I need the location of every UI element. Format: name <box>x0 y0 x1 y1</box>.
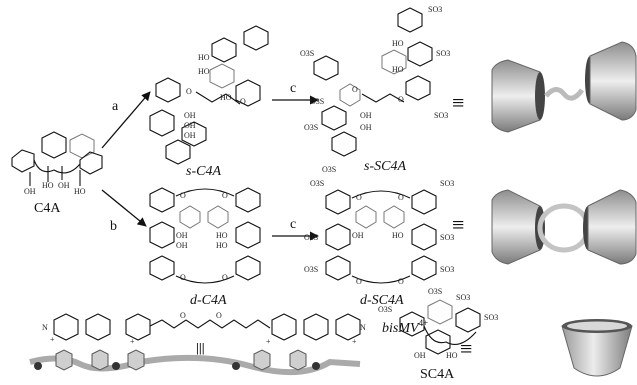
d-sc4a-so3-1: O3S <box>310 179 324 188</box>
bismv-n-right: N <box>360 323 366 332</box>
d-sc4a-so3-5: O3S <box>304 265 318 274</box>
cartoon-s-sc4a <box>491 41 637 133</box>
s-sc4a-ether-2: O <box>398 95 404 104</box>
sc4a-oh-1: OH <box>414 351 426 360</box>
label-d-c4a: d-C4A <box>190 293 227 308</box>
s-sc4a-so3-4: O3S <box>300 49 314 58</box>
label-sc4a: SC4A <box>420 367 455 382</box>
d-c4a-molecule: O O O O OH OH HO HO <box>149 187 261 284</box>
s-sc4a-oh-2: HO <box>392 65 404 74</box>
d-sc4a-molecule: O3S SO3 O3S SO3 O3S SO3 OH HO O O O O <box>304 179 454 286</box>
d-c4a-oh-3: HO <box>216 231 228 240</box>
d-sc4a-ether-2: O <box>398 193 404 202</box>
sc4a-so3-3: SO3 <box>456 293 470 302</box>
d-sc4a-so3-4: SO3 <box>440 233 454 242</box>
d-sc4a-oh-1: OH <box>352 231 364 240</box>
d-sc4a-so3-6: SO3 <box>440 265 454 274</box>
d-sc4a-ether-1: O <box>356 193 362 202</box>
s-c4a-lower-oh-2: OH <box>184 121 196 130</box>
c4a-oh-3: OH <box>58 181 70 190</box>
s-sc4a-so3-3: SO3 <box>434 111 448 120</box>
bismv-plus-1: + <box>50 335 55 344</box>
d-c4a-ether-1: O <box>180 191 186 200</box>
d-sc4a-oh-2: HO <box>392 231 404 240</box>
d-sc4a-so3-3: O3S <box>304 233 318 242</box>
c4a-oh-4: HO <box>74 187 86 196</box>
s-c4a-lower-oh-1: OH <box>184 111 196 120</box>
d-c4a-ether-2: O <box>222 191 228 200</box>
c4a-oh-1: OH <box>24 187 36 196</box>
label-bismv-charge: 4+ <box>419 318 429 328</box>
label-c4a: C4A <box>34 201 61 216</box>
d-c4a-ether-3: O <box>180 273 186 282</box>
bismv-n-left: N <box>42 323 48 332</box>
d-c4a-ether-4: O <box>222 273 228 282</box>
sc4a-so3-4: SO3 <box>484 313 498 322</box>
s-c4a-upper-oh-1: HO <box>198 53 210 62</box>
sc4a-molecule: O3S O3S SO3 SO3 OH HO <box>378 287 498 360</box>
label-step-c-bottom: c <box>290 217 296 232</box>
cartoon-bismv <box>29 349 361 376</box>
label-step-c-top: c <box>290 81 296 96</box>
s-sc4a-so3-2: SO3 <box>436 49 450 58</box>
label-s-c4a: s-C4A <box>186 164 221 179</box>
arrow-a <box>101 91 151 149</box>
s-sc4a-so3-1: SO3 <box>428 5 442 14</box>
label-bismv: bisMV4+ <box>382 318 428 336</box>
bismv-ether-1: O <box>180 311 186 320</box>
s-sc4a-so3-7: O3S <box>322 165 336 174</box>
label-bismv-name: bisMV <box>382 321 420 336</box>
bismv-molecule: N + + O O + N + <box>42 311 366 346</box>
d-c4a-oh-1: OH <box>176 231 188 240</box>
s-c4a-upper-oh-3: HO <box>220 93 232 102</box>
s-c4a-ether-2: O <box>240 97 246 106</box>
equiv-sign-3: ≡ <box>460 336 472 361</box>
d-c4a-oh-4: HO <box>216 241 228 250</box>
s-c4a-molecule: HO HO HO O O OH OH OH <box>149 25 269 165</box>
equiv-sign-1: ≡ <box>452 90 464 115</box>
bismv-plus-2: + <box>130 337 135 346</box>
bismv-plus-4: + <box>352 337 357 346</box>
triple-equiv-sign: ||| <box>196 340 205 355</box>
arrow-b <box>101 189 147 227</box>
s-c4a-lower-oh-3: OH <box>184 131 196 140</box>
bismv-plus-3: + <box>266 337 271 346</box>
equiv-sign-2: ≡ <box>452 212 464 237</box>
s-sc4a-so3-6: O3S <box>304 123 318 132</box>
c4a-molecule: OH HO OH HO <box>11 131 103 196</box>
sc4a-so3-1: O3S <box>378 305 392 314</box>
c4a-oh-2: HO <box>42 181 54 190</box>
d-c4a-oh-2: OH <box>176 241 188 250</box>
bismv-ether-2: O <box>216 311 222 320</box>
label-s-sc4a: s-SC4A <box>364 159 406 174</box>
sc4a-oh-2: HO <box>446 351 458 360</box>
sc4a-so3-2: O3S <box>428 287 442 296</box>
cartoon-d-sc4a <box>491 189 637 265</box>
s-c4a-upper-oh-2: HO <box>198 67 210 76</box>
s-sc4a-so3-5: O3S <box>310 97 324 106</box>
s-sc4a-oh-3: OH <box>360 111 372 120</box>
cartoon-sc4a-cup <box>561 319 633 377</box>
s-sc4a-oh-4: OH <box>360 123 372 132</box>
s-c4a-ether-1: O <box>186 87 192 96</box>
label-step-a: a <box>112 99 119 114</box>
d-sc4a-ether-3: O <box>356 277 362 286</box>
s-sc4a-molecule: SO3 SO3 SO3 O3S O3S O3S O3S HO HO OH OH … <box>300 5 450 174</box>
s-sc4a-ether-1: O <box>352 85 358 94</box>
label-step-b: b <box>110 219 117 234</box>
s-sc4a-oh-1: HO <box>392 39 404 48</box>
label-d-sc4a: d-SC4A <box>360 293 404 308</box>
d-sc4a-so3-2: SO3 <box>440 179 454 188</box>
d-sc4a-ether-4: O <box>398 277 404 286</box>
